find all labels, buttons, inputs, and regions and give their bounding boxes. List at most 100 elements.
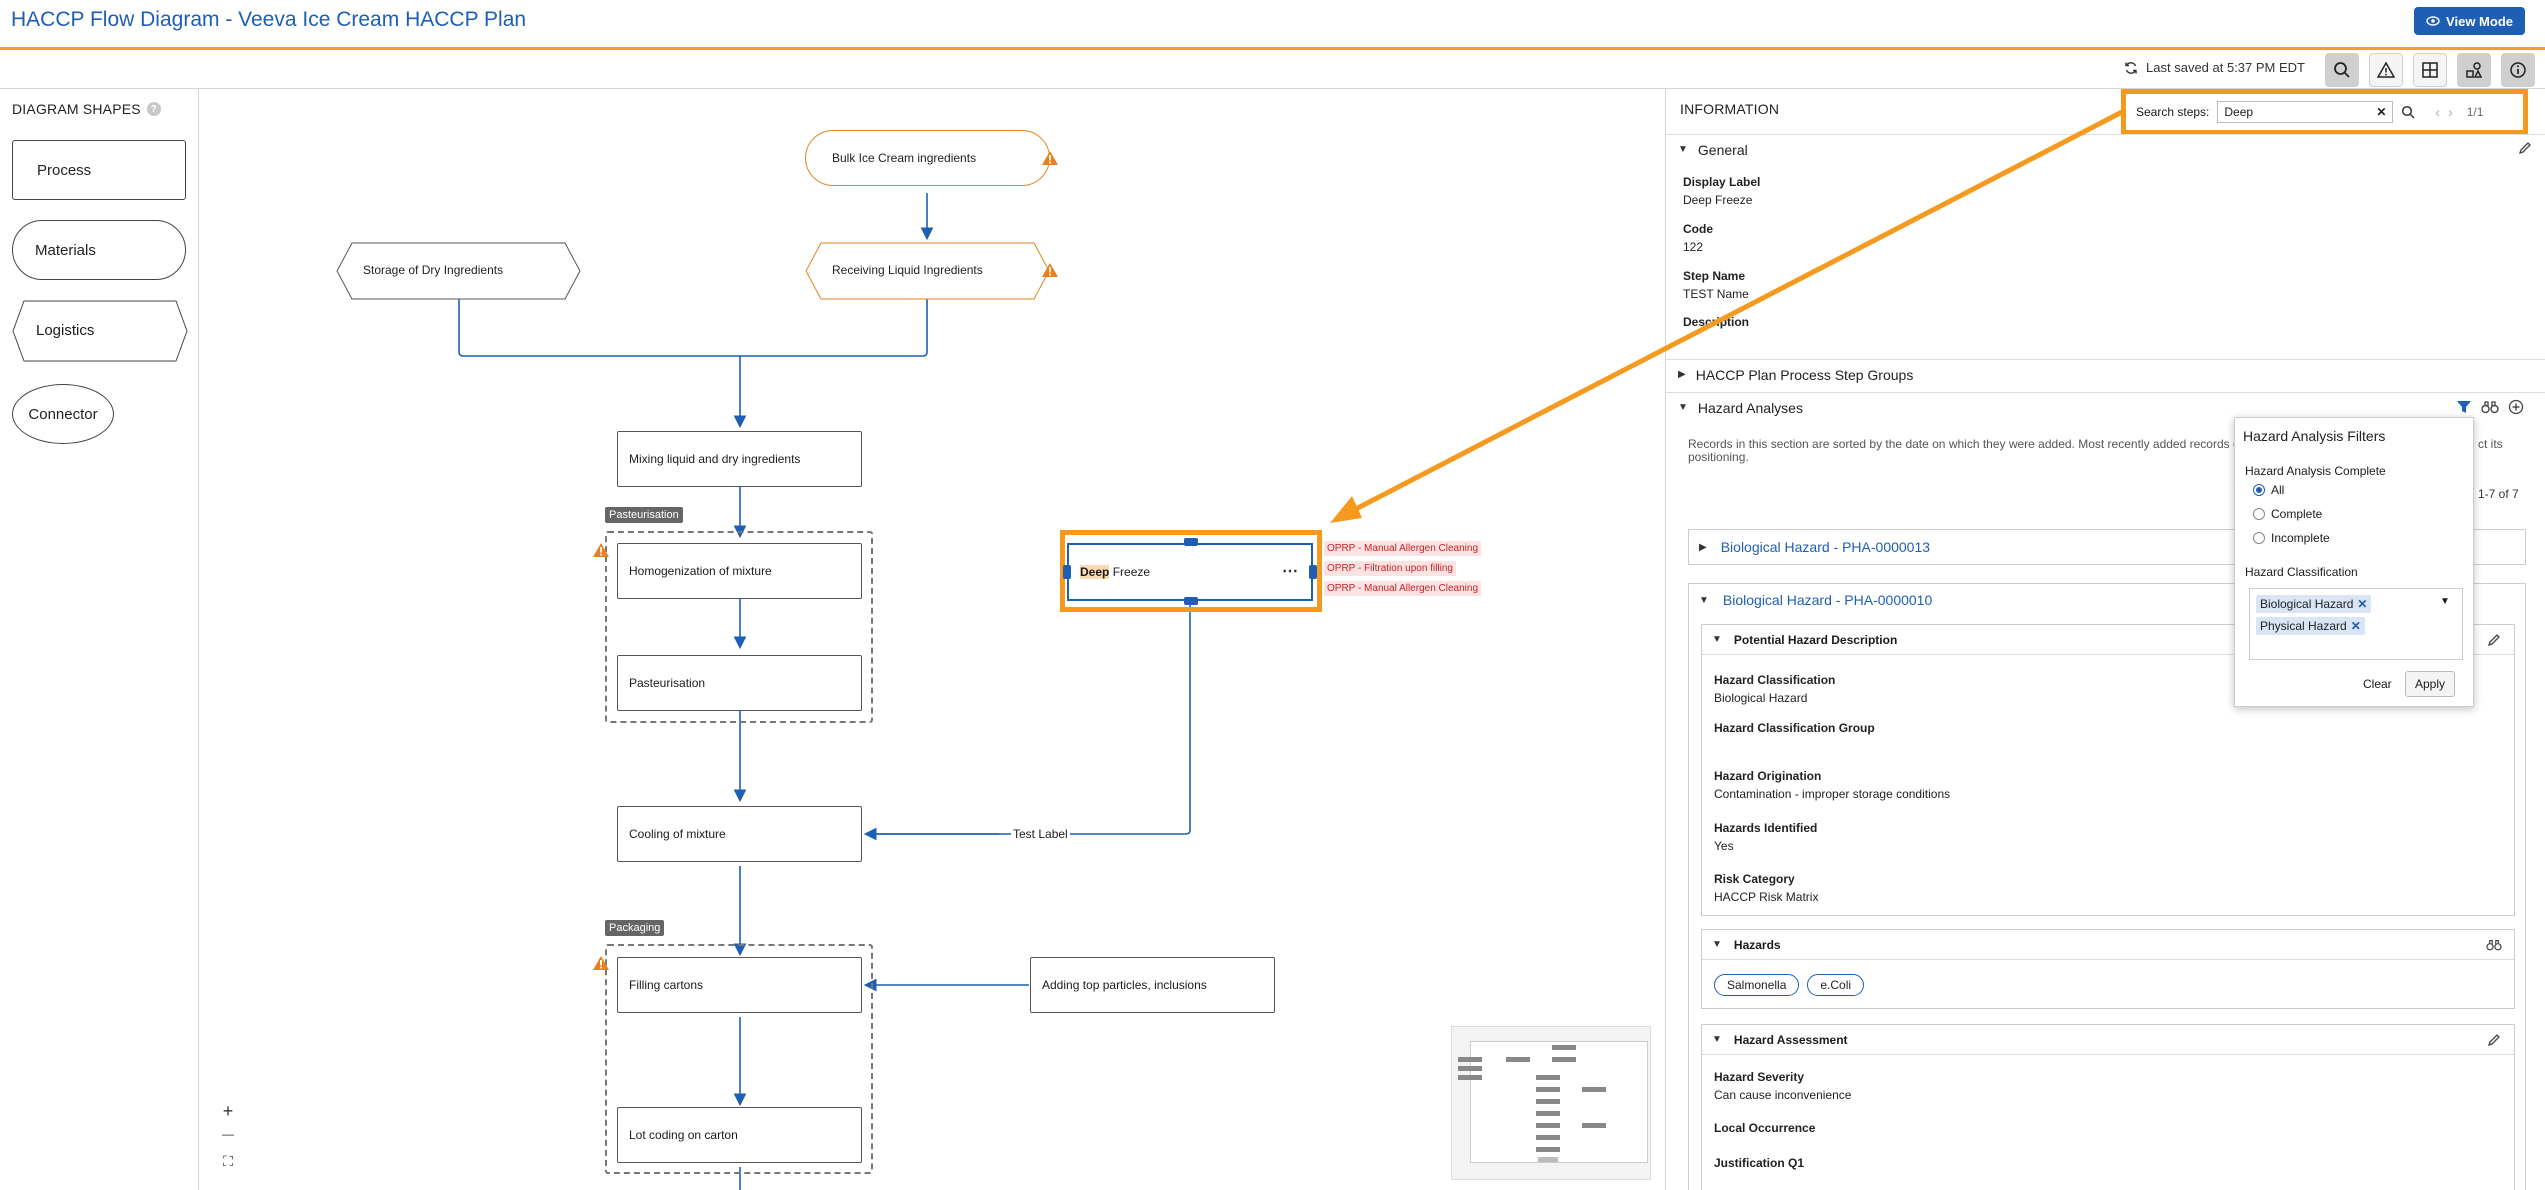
resize-handle-right[interactable] bbox=[1309, 565, 1317, 579]
group-packaging[interactable] bbox=[605, 944, 873, 1174]
help-icon[interactable]: ? bbox=[146, 102, 161, 116]
hazard-record-header[interactable]: ▼ Biological Hazard - PHA-0000010 bbox=[1699, 592, 1932, 608]
collapse-icon[interactable]: ▼ bbox=[1699, 594, 1709, 606]
group-tag-packaging[interactable]: Packaging bbox=[605, 920, 665, 936]
oprp-label[interactable]: OPRP - Filtration upon filling bbox=[1324, 561, 1456, 576]
shape-connector[interactable]: Connector bbox=[12, 384, 114, 444]
warning-icon[interactable] bbox=[592, 542, 610, 558]
section-general[interactable]: ▼ General bbox=[1666, 134, 2545, 164]
diagram-canvas[interactable]: Bulk Ice Cream ingredients Receiving Liq… bbox=[199, 89, 1665, 1190]
next-result-icon[interactable]: › bbox=[2448, 104, 2453, 120]
radio-button[interactable] bbox=[2253, 508, 2265, 520]
node-bulk-ingredients[interactable]: Bulk Ice Cream ingredients bbox=[805, 130, 1050, 190]
view-mode-button[interactable]: View Mode bbox=[2414, 7, 2525, 35]
edit-icon[interactable] bbox=[2487, 1033, 2501, 1047]
edit-icon[interactable] bbox=[2518, 141, 2532, 155]
search-icon[interactable] bbox=[2401, 105, 2415, 119]
eye-icon bbox=[2426, 16, 2440, 26]
warnings-button[interactable] bbox=[2369, 53, 2403, 87]
shape-logistics[interactable]: Logistics bbox=[12, 300, 188, 362]
expand-icon[interactable]: ▶ bbox=[1699, 541, 1707, 553]
node-adding-particles[interactable]: Adding top particles, inclusions bbox=[1030, 957, 1275, 1013]
radio-option-incomplete[interactable]: Incomplete bbox=[2253, 531, 2330, 545]
clear-search-icon[interactable]: ✕ bbox=[2376, 105, 2387, 119]
classification-chip[interactable]: Physical Hazard ✕ bbox=[2256, 617, 2365, 635]
node-deep-freeze[interactable]: Deep Freeze bbox=[1067, 543, 1313, 601]
collapse-icon[interactable]: ▼ bbox=[1712, 1034, 1722, 1045]
hazard-assessment-header[interactable]: ▼ Hazard Assessment bbox=[1702, 1025, 2514, 1055]
potential-hazard-header[interactable]: ▼ Potential Hazard Description bbox=[1702, 625, 2514, 655]
zoom-in-button[interactable]: + bbox=[222, 1101, 234, 1121]
apply-filters-button[interactable]: Apply bbox=[2405, 671, 2455, 697]
edge-label[interactable]: Test Label bbox=[1011, 827, 1070, 841]
group-pasteurisation[interactable] bbox=[605, 531, 873, 723]
node-label: Receiving Liquid Ingredients bbox=[832, 263, 983, 277]
field-label: Hazard Classification Group bbox=[1714, 721, 1875, 735]
resize-handle-left[interactable] bbox=[1063, 565, 1071, 579]
hazard-record-link[interactable]: Biological Hazard - PHA-0000010 bbox=[1722, 592, 1933, 608]
filter-icon[interactable] bbox=[2456, 399, 2472, 415]
node-lot-coding[interactable]: Lot coding on carton bbox=[617, 1107, 862, 1163]
node-receiving-liquid[interactable]: Receiving Liquid Ingredients bbox=[805, 242, 1050, 300]
more-options-icon[interactable]: ⋯ bbox=[1282, 563, 1298, 580]
group-tag-pasteurisation[interactable]: Pasteurisation bbox=[605, 507, 683, 523]
warning-icon[interactable] bbox=[1041, 262, 1059, 278]
grid-button[interactable] bbox=[2413, 53, 2447, 87]
shape-label: Connector bbox=[28, 405, 98, 423]
collapse-icon[interactable]: ▼ bbox=[1678, 144, 1688, 155]
zoom-out-button[interactable]: — bbox=[222, 1127, 234, 1141]
shape-process[interactable]: Process bbox=[12, 140, 186, 200]
remove-chip-icon[interactable]: ✕ bbox=[2350, 619, 2361, 633]
clear-filters-button[interactable]: Clear bbox=[2363, 677, 2392, 691]
collapse-icon[interactable]: ▼ bbox=[1678, 402, 1688, 413]
minimap[interactable] bbox=[1451, 1026, 1651, 1180]
node-filling[interactable]: Filling cartons bbox=[617, 957, 862, 1013]
node-pasteurisation[interactable]: Pasteurisation bbox=[617, 655, 862, 711]
remove-chip-icon[interactable]: ✕ bbox=[2357, 597, 2368, 611]
warning-icon[interactable] bbox=[1041, 150, 1059, 166]
prev-result-icon[interactable]: ‹ bbox=[2435, 104, 2441, 120]
node-cooling[interactable]: Cooling of mixture bbox=[617, 806, 862, 862]
node-label: Cooling of mixture bbox=[629, 827, 726, 841]
field-value: Contamination - improper storage conditi… bbox=[1714, 787, 1951, 801]
hazard-pill[interactable]: Salmonella bbox=[1714, 974, 1800, 996]
radio-option-complete[interactable]: Complete bbox=[2253, 507, 2322, 521]
fit-view-button[interactable]: ⛶ bbox=[223, 1153, 233, 1169]
potential-hazard-card: ▼ Potential Hazard Description Hazard Cl… bbox=[1701, 624, 2515, 916]
search-toggle-button[interactable] bbox=[2325, 53, 2359, 87]
binoculars-icon[interactable] bbox=[2485, 938, 2503, 952]
shape-materials[interactable]: Materials bbox=[12, 220, 186, 280]
info-button[interactable] bbox=[2501, 53, 2535, 87]
dropdown-caret-icon[interactable]: ▼ bbox=[2440, 596, 2450, 607]
radio-button[interactable] bbox=[2253, 484, 2265, 496]
hazard-pill[interactable]: e.Coli bbox=[1807, 974, 1865, 996]
radio-option-all[interactable]: All bbox=[2253, 483, 2284, 497]
search-input[interactable]: Deep ✕ bbox=[2217, 101, 2394, 123]
hazard-record-link[interactable]: Biological Hazard - PHA-0000013 bbox=[1720, 539, 1931, 555]
node-homogenization[interactable]: Homogenization of mixture bbox=[617, 543, 862, 599]
collapse-icon[interactable]: ▼ bbox=[1712, 939, 1722, 950]
oprp-label[interactable]: OPRP - Manual Allergen Cleaning bbox=[1324, 541, 1482, 556]
node-mixing[interactable]: Mixing liquid and dry ingredients bbox=[617, 431, 862, 487]
radio-label: Incomplete bbox=[2271, 531, 2330, 545]
add-icon[interactable] bbox=[2508, 399, 2524, 415]
node-storage-dry[interactable]: Storage of Dry Ingredients bbox=[336, 242, 581, 300]
classification-chip[interactable]: Biological Hazard ✕ bbox=[2256, 595, 2372, 613]
resize-handle-bottom[interactable] bbox=[1184, 597, 1198, 605]
expand-icon[interactable]: ▶ bbox=[1678, 369, 1686, 380]
binoculars-icon[interactable] bbox=[2481, 399, 2499, 415]
hazard-record-row[interactable]: ▶ Biological Hazard - PHA-0000013 bbox=[1688, 529, 2526, 565]
information-panel: INFORMATION Search steps: Deep ✕ ‹ › 1/1… bbox=[1665, 89, 2545, 1190]
collapse-icon[interactable]: ▼ bbox=[1712, 634, 1722, 645]
radio-button[interactable] bbox=[2253, 532, 2265, 544]
shapes-button[interactable] bbox=[2457, 53, 2491, 87]
resize-handle-top[interactable] bbox=[1184, 538, 1198, 546]
classification-multiselect[interactable]: Biological Hazard ✕ Physical Hazard ✕ ▼ bbox=[2249, 588, 2463, 660]
node-label: Lot coding on carton bbox=[629, 1128, 738, 1142]
edit-icon[interactable] bbox=[2487, 633, 2501, 647]
hazards-header[interactable]: ▼ Hazards bbox=[1702, 930, 2514, 960]
warning-icon[interactable] bbox=[592, 955, 610, 971]
oprp-label[interactable]: OPRP - Manual Allergen Cleaning bbox=[1324, 581, 1482, 596]
section-step-groups[interactable]: ▶ HACCP Plan Process Step Groups bbox=[1666, 359, 2545, 389]
filter-group-label: Hazard Analysis Complete bbox=[2245, 464, 2386, 478]
